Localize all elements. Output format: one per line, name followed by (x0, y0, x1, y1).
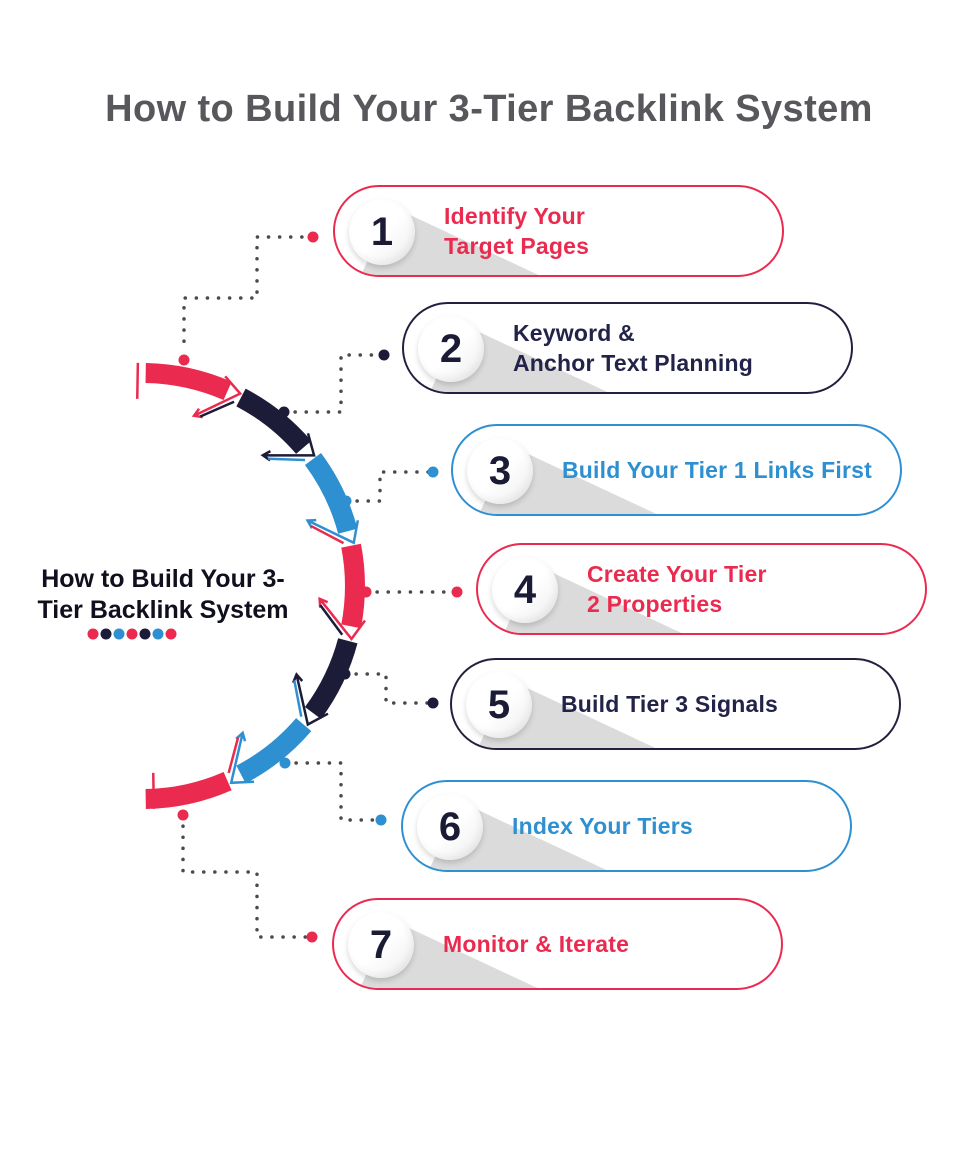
arc-start-tail (135, 362, 140, 399)
connector-dot (339, 668, 351, 680)
arc-segment-7 (145, 771, 232, 809)
arc-segments (145, 363, 365, 809)
step-number-badge: 4 (492, 557, 558, 623)
step-pill-2: 2 Keyword & Anchor Text Planning (402, 302, 853, 394)
step-label: Build Your Tier 1 Links First (562, 426, 872, 514)
connector-dot (178, 354, 190, 366)
progress-dot (152, 628, 164, 640)
step-label-line1: Build Tier 3 Signals (561, 691, 779, 717)
step-pill-5: 5 Build Tier 3 Signals (450, 658, 901, 750)
connector-dot (177, 809, 189, 821)
connector-dot (427, 697, 439, 709)
step-number-badge: 1 (349, 199, 415, 265)
step-pill-6: 6 Index Your Tiers (401, 780, 852, 872)
step-label: Index Your Tiers (512, 782, 693, 870)
step-label: Build Tier 3 Signals (561, 660, 778, 748)
arc-segment-6 (236, 717, 312, 784)
connector-dotted-line-1 (182, 235, 315, 354)
step-pill-7: 7 Monitor & Iterate (332, 898, 783, 990)
arrow-hook-icon (292, 672, 329, 727)
step-number-badge: 3 (467, 438, 533, 504)
connector-dot (278, 406, 290, 418)
connector-dot (279, 757, 291, 769)
connector-dot (378, 349, 390, 361)
arc-segment-5 (304, 638, 358, 719)
progress-dot (87, 628, 99, 640)
step-label-line1: Identify Your (444, 203, 586, 229)
arc-end-tail (151, 772, 156, 809)
step-label: Create Your Tier 2 Properties (587, 545, 767, 633)
progress-dot (100, 628, 112, 640)
step-label: Keyword & Anchor Text Planning (513, 304, 753, 392)
center-title-line1: How to Build Your 3- (41, 565, 285, 593)
page-title: How to Build Your 3-Tier Backlink System (105, 88, 873, 130)
connector-dot (307, 231, 319, 243)
step-label-line2: Anchor Text Planning (513, 350, 753, 376)
progress-dots (87, 628, 177, 640)
connector-dot (451, 586, 463, 598)
progress-dot (126, 628, 138, 640)
step-pill-1: 1 Identify Your Target Pages (333, 185, 784, 277)
arrow-hook-icon (260, 432, 316, 462)
arrow-hook-icon (191, 375, 243, 419)
arc-segment-3 (304, 453, 358, 534)
progress-dot (113, 628, 125, 640)
step-label-line1: Create Your Tier (587, 561, 767, 587)
step-number-badge: 2 (418, 316, 484, 382)
step-label-line1: Monitor & Iterate (443, 931, 630, 957)
connector-dotted-line-2 (282, 353, 386, 414)
arrow-hook-icon (305, 518, 360, 545)
step-label-line1: Build Your Tier 1 Links First (562, 457, 872, 483)
connector-dotted-line-7 (181, 813, 314, 939)
progress-dot (165, 628, 177, 640)
step-label: Monitor & Iterate (443, 900, 629, 988)
arc-segment-1 (145, 363, 232, 401)
step-pill-4: 4 Create Your Tier 2 Properties (476, 543, 927, 635)
connector-dot (306, 931, 318, 943)
center-title: How to Build Your 3- Tier Backlink Syste… (16, 564, 310, 626)
step-pill-3: 3 Build Your Tier 1 Links First (451, 424, 902, 516)
connector-dot (340, 495, 352, 507)
arrow-hook-icon (318, 596, 366, 642)
arc-segment-4 (341, 543, 365, 629)
step-label-line1: Keyword & (513, 320, 635, 346)
step-label-line2: Target Pages (444, 233, 590, 259)
connector-dot (360, 586, 372, 598)
connector-dotted-line-6 (283, 761, 383, 822)
connector-dot (375, 814, 387, 826)
step-label: Identify Your Target Pages (444, 187, 589, 275)
step-number-badge: 6 (417, 794, 483, 860)
arrow-hook-icon (227, 730, 255, 785)
connector-dot (427, 466, 439, 478)
step-number-badge: 5 (466, 672, 532, 738)
arc-segment-2 (236, 388, 312, 455)
step-label-line2: 2 Properties (587, 591, 723, 617)
connector-dotted-line-3 (344, 470, 435, 503)
step-number-badge: 7 (348, 912, 414, 978)
progress-dot (139, 628, 151, 640)
connector-dotted-line-5 (343, 672, 435, 705)
center-title-line2: Tier Backlink System (37, 596, 289, 624)
step-label-line1: Index Your Tiers (512, 813, 693, 839)
